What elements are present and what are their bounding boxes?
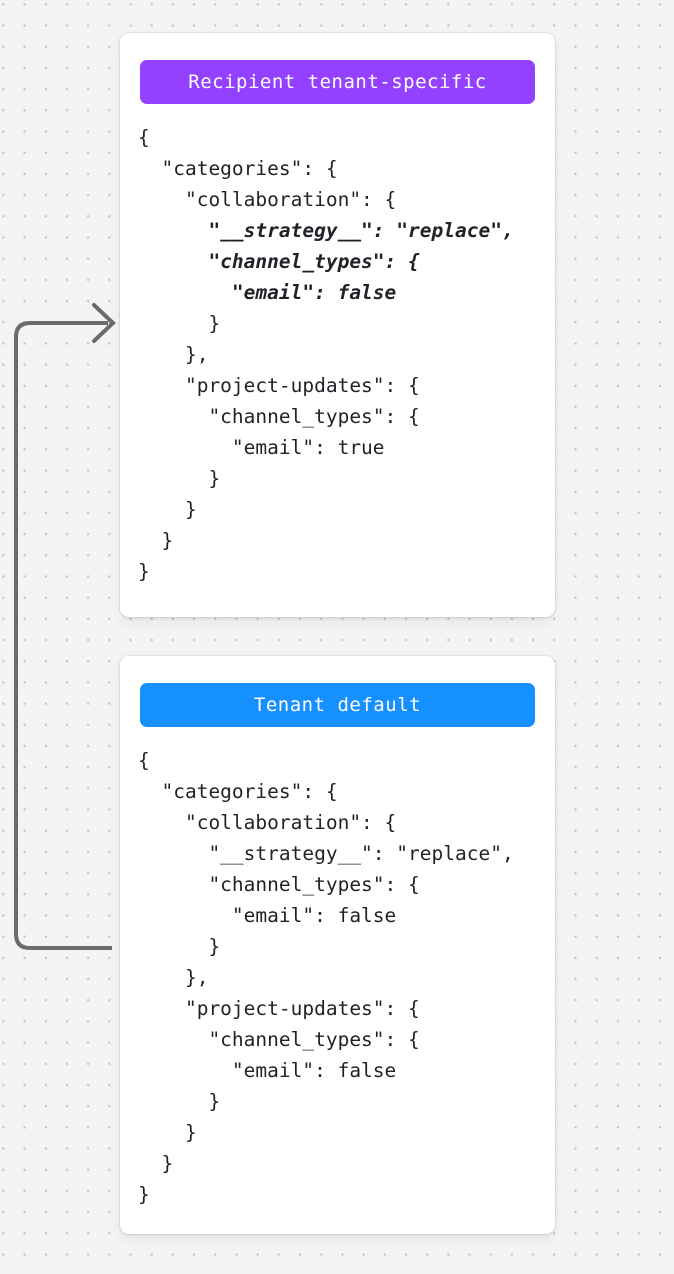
recipient-tenant-specific-card: Recipient tenant-specific { "categories"…: [120, 33, 555, 617]
code-line: }: [138, 1121, 197, 1144]
code-line: "channel_types": {: [138, 405, 420, 428]
tenant-default-card: Tenant default { "categories": { "collab…: [120, 656, 555, 1234]
code-line: "collaboration": {: [138, 811, 397, 834]
code-line: }: [138, 467, 221, 490]
code-line: "categories": {: [138, 157, 338, 180]
tenant-default-header: Tenant default: [140, 683, 535, 727]
code-line: "__strategy__": "replace",: [138, 219, 514, 242]
code-line: "categories": {: [138, 780, 338, 803]
code-line: }: [138, 560, 150, 583]
recipient-tenant-specific-code: { "categories": { "collaboration": { "__…: [120, 122, 555, 587]
code-line: "__strategy__": "replace",: [138, 842, 514, 865]
code-line: "email": false: [138, 904, 397, 927]
code-line: "project-updates": {: [138, 374, 420, 397]
code-line: }: [138, 498, 197, 521]
code-line: }: [138, 1183, 150, 1206]
code-line: "collaboration": {: [138, 188, 397, 211]
code-line: "email": false: [138, 281, 397, 304]
code-line: },: [138, 966, 209, 989]
code-line: {: [138, 749, 150, 772]
arrow-path: [14, 321, 112, 950]
code-line: }: [138, 529, 174, 552]
code-line: "channel_types": {: [138, 1028, 420, 1051]
tenant-default-code: { "categories": { "collaboration": { "__…: [120, 745, 555, 1210]
code-line: {: [138, 126, 150, 149]
code-line: "email": false: [138, 1059, 397, 1082]
code-line: }: [138, 1090, 221, 1113]
code-line: }: [138, 1152, 174, 1175]
code-line: },: [138, 343, 209, 366]
code-line: }: [138, 312, 221, 335]
code-line: "project-updates": {: [138, 997, 420, 1020]
code-line: "channel_types": {: [138, 250, 420, 273]
code-line: }: [138, 935, 221, 958]
arrow-head-icon: [92, 303, 116, 343]
code-line: "channel_types": {: [138, 873, 420, 896]
code-line: "email": true: [138, 436, 385, 459]
recipient-tenant-specific-header: Recipient tenant-specific: [140, 60, 535, 104]
